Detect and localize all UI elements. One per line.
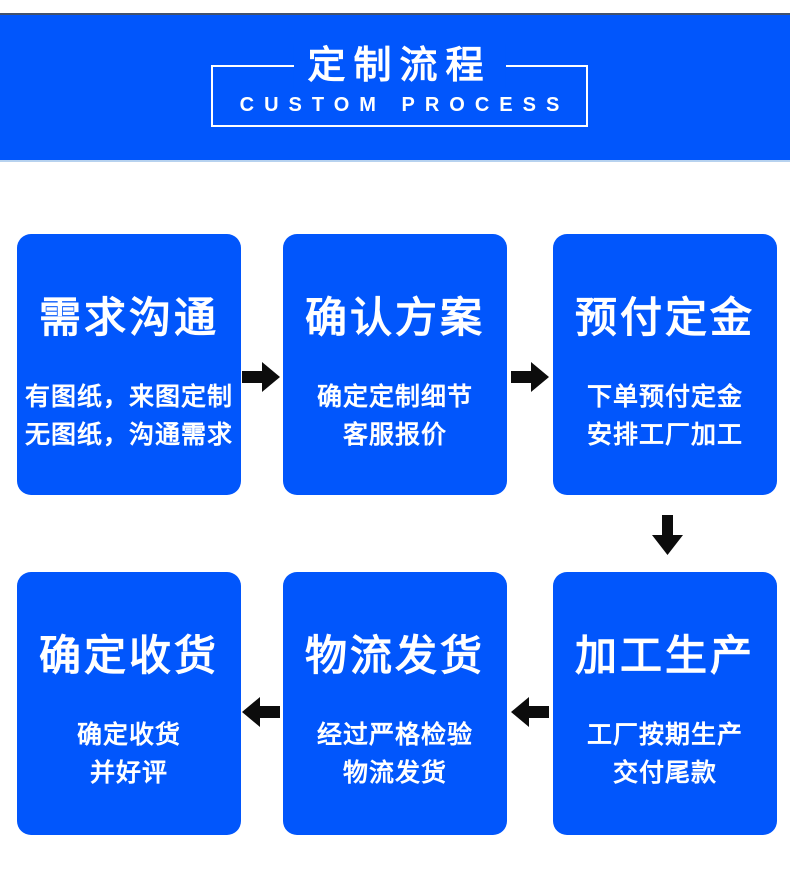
step-title: 需求沟通 <box>38 294 219 341</box>
step-box-production: 加工生产 工厂按期生产 交付尾款 <box>553 572 777 835</box>
step-description: 下单预付定金 安排工厂加工 <box>553 378 777 454</box>
step-line: 并好评 <box>89 759 168 787</box>
page-title: 定制流程 <box>293 44 506 88</box>
step-description: 有图纸，来图定制 无图纸，沟通需求 <box>17 378 241 454</box>
step-description: 工厂按期生产 交付尾款 <box>553 716 777 792</box>
step-line: 无图纸，沟通需求 <box>24 421 233 449</box>
step-line: 下单预付定金 <box>586 383 743 411</box>
step-line: 确定定制细节 <box>316 383 473 411</box>
step-title: 加工生产 <box>574 632 755 679</box>
step-line: 交付尾款 <box>612 759 717 787</box>
step-description: 确定定制细节 客服报价 <box>283 378 507 454</box>
page-subtitle: CUSTOM PROCESS <box>239 94 570 116</box>
step-line: 有图纸，来图定制 <box>24 383 233 411</box>
step-title: 物流发货 <box>304 632 485 679</box>
step-box-requirements: 需求沟通 有图纸，来图定制 无图纸，沟通需求 <box>17 234 241 495</box>
step-line: 确定收货 <box>76 721 181 749</box>
step-box-deposit: 预付定金 下单预付定金 安排工厂加工 <box>553 234 777 495</box>
header-banner: 定制流程 CUSTOM PROCESS <box>0 13 790 162</box>
step-title: 预付定金 <box>574 294 755 341</box>
step-line: 工厂按期生产 <box>586 721 743 749</box>
step-line: 经过严格检验 <box>316 721 473 749</box>
arrow-left-icon <box>242 697 280 727</box>
arrow-right-icon <box>242 362 280 392</box>
step-title: 确定收货 <box>38 632 219 679</box>
header-title-box: 定制流程 CUSTOM PROCESS <box>211 44 588 127</box>
arrow-left-icon <box>511 697 549 727</box>
step-line: 安排工厂加工 <box>586 421 743 449</box>
step-title: 确认方案 <box>304 294 485 341</box>
step-description: 确定收货 并好评 <box>17 716 241 792</box>
arrow-down-icon <box>652 515 683 555</box>
step-box-confirm-plan: 确认方案 确定定制细节 客服报价 <box>283 234 507 495</box>
step-box-shipping: 物流发货 经过严格检验 物流发货 <box>283 572 507 835</box>
step-line: 客服报价 <box>342 421 447 449</box>
step-box-receipt: 确定收货 确定收货 并好评 <box>17 572 241 835</box>
step-description: 经过严格检验 物流发货 <box>283 716 507 792</box>
arrow-right-icon <box>511 362 549 392</box>
step-line: 物流发货 <box>342 759 447 787</box>
